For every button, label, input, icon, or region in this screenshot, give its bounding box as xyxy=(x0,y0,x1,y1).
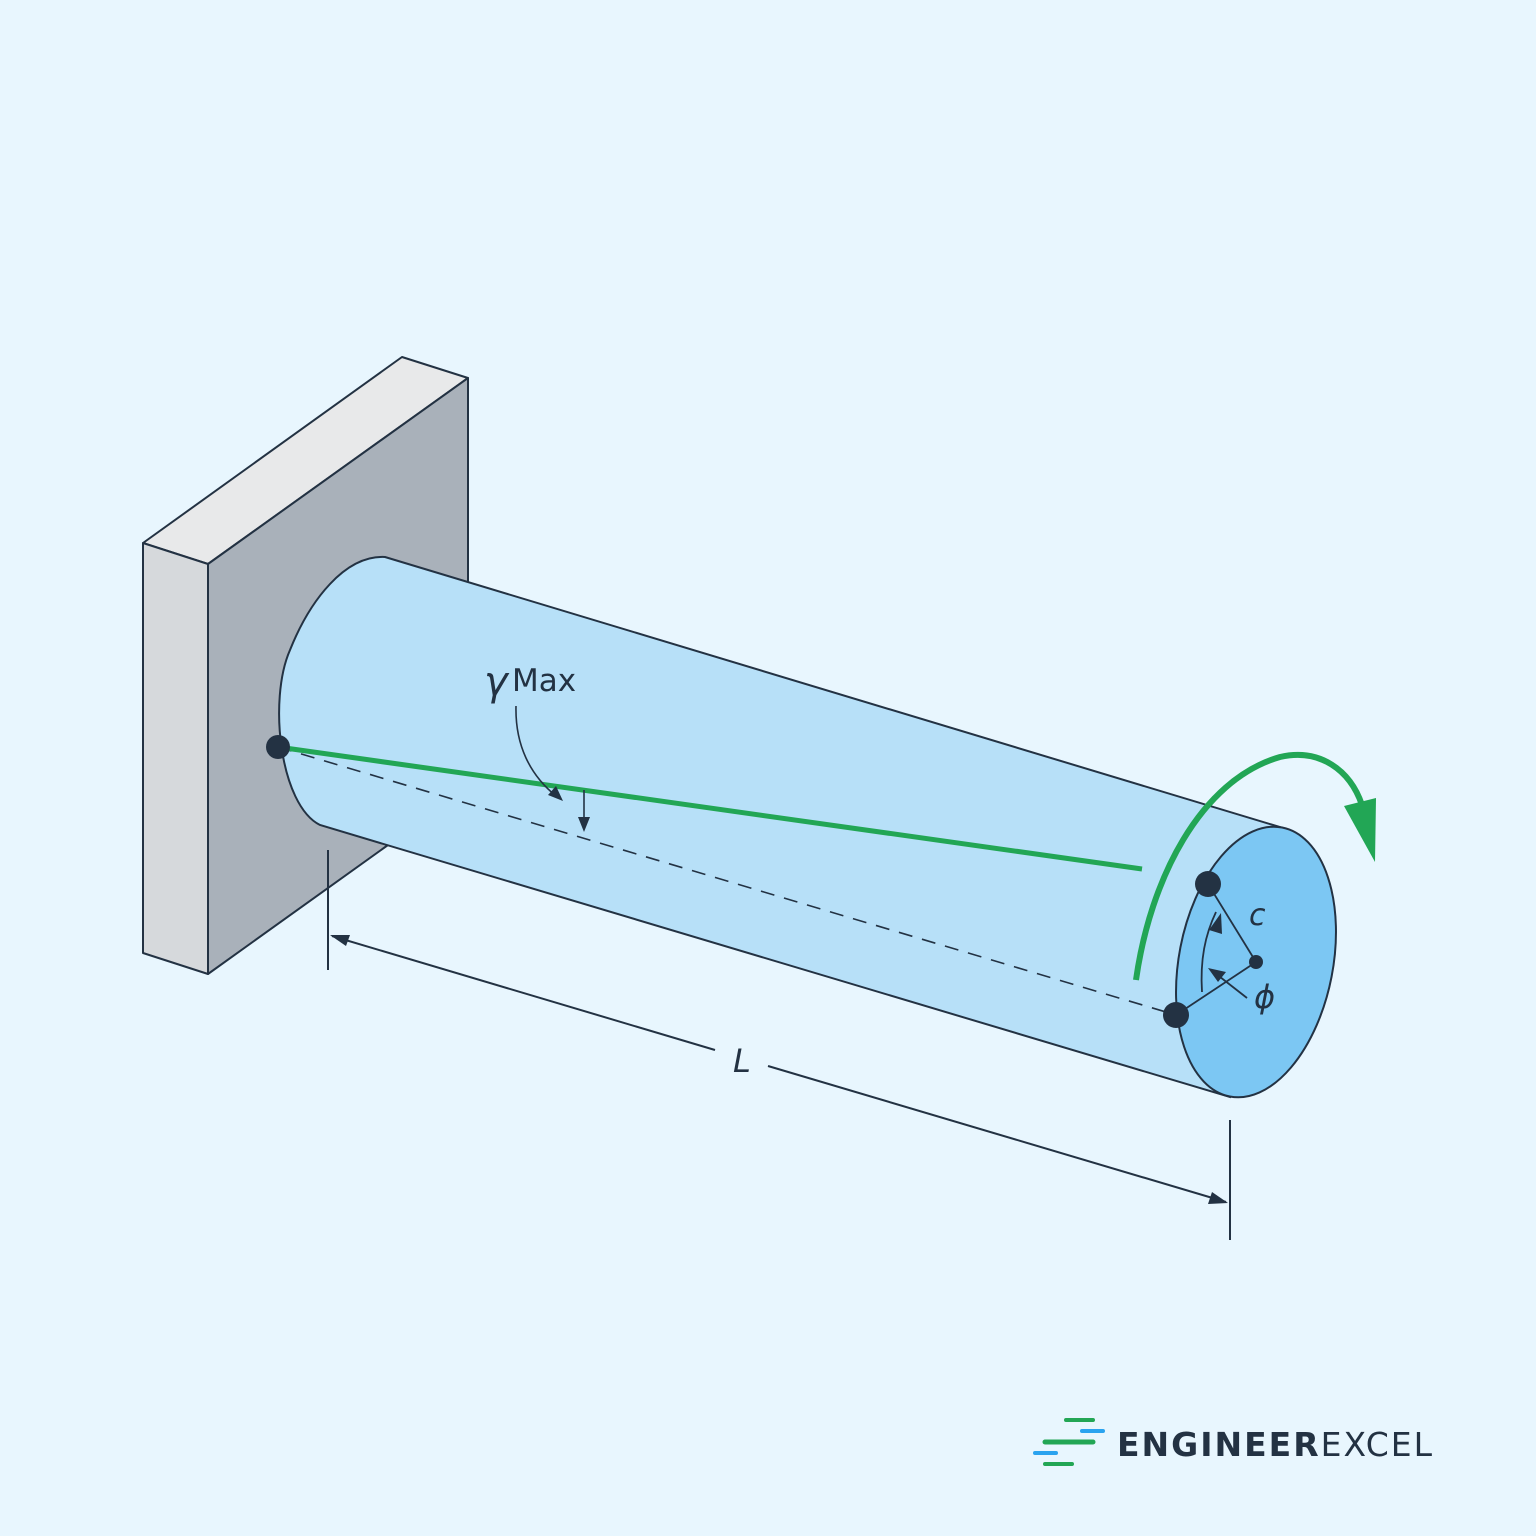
engineerexcel-logo: ENGINEEREXCEL xyxy=(1033,1418,1434,1466)
radius-label: c xyxy=(1249,898,1266,933)
angle-label: ϕ xyxy=(1254,978,1275,1016)
fixed-point xyxy=(266,735,290,759)
svg-text:ENGINEEREXCEL: ENGINEEREXCEL xyxy=(1117,1425,1434,1464)
end-face-annotation: c ϕ xyxy=(1163,871,1275,1028)
torque-arrow xyxy=(1133,752,1376,981)
length-label: L xyxy=(733,1042,751,1080)
twisted-line xyxy=(277,744,1143,872)
length-dimension xyxy=(327,850,1231,1240)
gamma-max-annotation: γ Max xyxy=(484,659,590,832)
original-line xyxy=(277,746,1177,1016)
svg-text:Max: Max xyxy=(512,663,576,699)
svg-text:γ: γ xyxy=(484,659,510,705)
